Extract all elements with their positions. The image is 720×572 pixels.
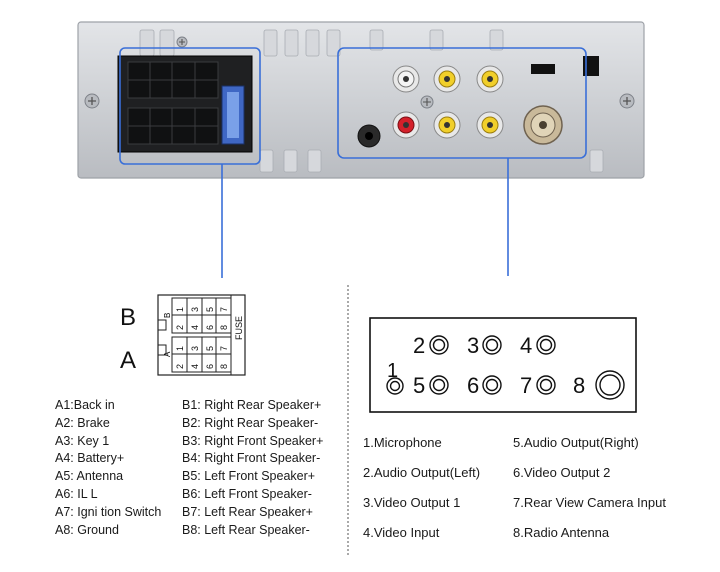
antenna-ring-icon xyxy=(595,370,625,400)
port-ring-icon xyxy=(429,375,449,395)
pin-number: 4 xyxy=(190,325,200,330)
pin-legend-item: B6: Left Front Speaker- xyxy=(182,486,312,501)
pin-number: 5 xyxy=(205,307,215,312)
port-number: 1 xyxy=(387,360,398,382)
port-legend-left: 1.Microphone 2.Audio Output(Left) 3.Vide… xyxy=(363,428,480,548)
pin-legend-item: A1:Back in xyxy=(55,398,115,412)
pin-legend-item: A7: Igni tion Switch xyxy=(55,504,162,519)
iso-callout-box xyxy=(119,47,261,165)
rca-jack-yellow xyxy=(476,111,504,139)
port-number: 2 xyxy=(413,333,425,358)
pin-legend-item: A4: Battery+ xyxy=(55,451,125,466)
rca-jack-yellow xyxy=(476,65,504,93)
port-legend-right: 5.Audio Output(Right) 6.Video Output 2 7… xyxy=(513,428,666,548)
port-legend-item: 8.Radio Antenna xyxy=(513,525,610,540)
fuse-label: FUSE xyxy=(234,316,244,340)
port-number: 4 xyxy=(520,333,532,358)
screw-icon xyxy=(420,95,434,109)
pin-number: 8 xyxy=(219,325,229,330)
connector-label-a: A xyxy=(120,347,136,374)
pin-number: 1 xyxy=(175,346,185,351)
port-ring-icon xyxy=(386,377,404,395)
pin-legend-item: B3: Right Front Speaker+ xyxy=(182,433,324,448)
row-b-tab: B xyxy=(163,313,172,318)
port-legend-item: 6.Video Output 2 xyxy=(513,465,611,480)
port-ring-icon xyxy=(429,335,449,355)
port-legend-item: 3.Video Output 1 xyxy=(363,495,461,510)
pin-legend-item: B5: Left Front Speaker+ xyxy=(182,469,316,484)
port-number: 6 xyxy=(467,373,479,398)
rca-jack-yellow xyxy=(433,65,461,93)
port-ring-icon xyxy=(482,335,502,355)
port-legend-item: 5.Audio Output(Right) xyxy=(513,435,639,450)
pin-legend-item: A8: Ground xyxy=(55,522,119,537)
pin-number: 5 xyxy=(205,346,215,351)
antenna-socket xyxy=(523,105,563,145)
pin-number: 8 xyxy=(219,364,229,369)
port-number: 8 xyxy=(573,373,585,398)
port-legend-item: 2.Audio Output(Left) xyxy=(363,465,481,480)
pin-legend-b: B1: Right Rear Speaker+ B2: Right Rear S… xyxy=(182,397,323,539)
port-legend-item: 1.Microphone xyxy=(363,435,442,450)
pin-number: 2 xyxy=(175,325,185,330)
pin-legend-item: B2: Right Rear Speaker- xyxy=(182,415,319,430)
port-ring-icon xyxy=(536,335,556,355)
pin-legend-item: A2: Brake xyxy=(55,415,110,430)
port-legend-item: 7.Rear View Camera Input xyxy=(513,495,666,510)
pin-legend-item: A3: Key 1 xyxy=(55,433,110,448)
pin-number: 7 xyxy=(219,346,229,351)
connector-label-b: B xyxy=(120,304,136,331)
row-a-tab: A xyxy=(163,351,172,357)
pin-legend-item: B4: Right Front Speaker- xyxy=(182,451,321,466)
pin-legend-item: B1: Right Rear Speaker+ xyxy=(182,398,322,412)
microphone-jack xyxy=(357,124,381,148)
port-ring-icon xyxy=(536,375,556,395)
pin-number: 2 xyxy=(175,364,185,369)
pin-legend-item: A6: IL L xyxy=(55,486,98,501)
rca-jack-red xyxy=(392,111,420,139)
port-number: 7 xyxy=(520,373,532,398)
port-number: 3 xyxy=(467,333,479,358)
pin-number: 4 xyxy=(190,364,200,369)
port-ring-icon xyxy=(482,375,502,395)
iso-connector-diagram: B A B A 1 3 5 7 2 4 6 8 1 3 5 7 xyxy=(120,294,246,376)
rca-callout-box xyxy=(337,47,587,159)
port-number: 5 xyxy=(413,373,425,398)
pin-number: 6 xyxy=(205,364,215,369)
pin-number: 3 xyxy=(190,346,200,351)
screw-icon xyxy=(176,36,188,48)
pin-number: 3 xyxy=(190,307,200,312)
pin-number: 6 xyxy=(205,325,215,330)
rca-jack-white xyxy=(392,65,420,93)
rear-panel xyxy=(77,21,645,278)
port-legend-item: 4.Video Input xyxy=(363,525,440,540)
pin-number: 1 xyxy=(175,307,185,312)
pin-legend-item: A5: Antenna xyxy=(55,469,124,484)
pin-legend-a: A1:Back in A2: Brake A3: Key 1 A4: Batte… xyxy=(55,397,161,539)
iso-connector-photo xyxy=(117,55,253,153)
pin-legend-item: B7: Left Rear Speaker+ xyxy=(182,504,313,519)
rca-port-diagram: 1 2 3 4 5 6 7 8 xyxy=(369,317,637,413)
screw-icon xyxy=(619,93,635,109)
screw-icon xyxy=(84,93,100,109)
pin-legend-item: B8: Left Rear Speaker- xyxy=(182,522,310,537)
rca-jack-yellow xyxy=(433,111,461,139)
pin-number: 7 xyxy=(219,307,229,312)
